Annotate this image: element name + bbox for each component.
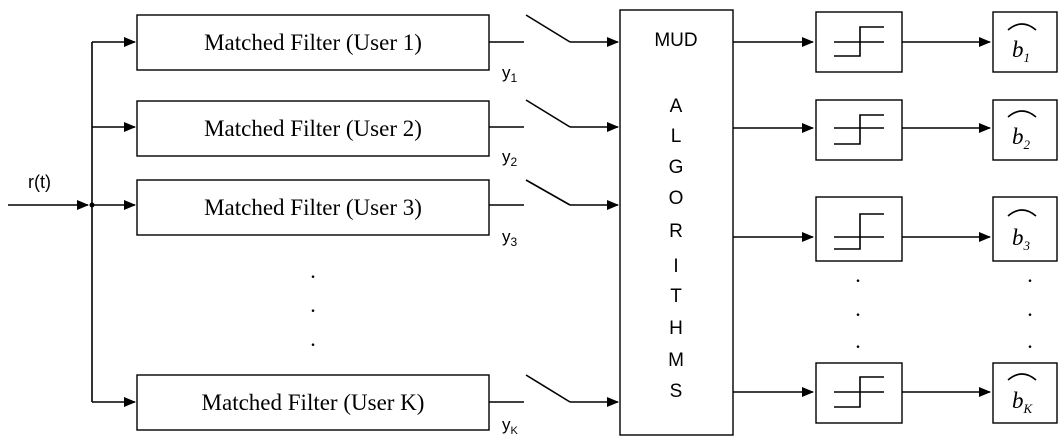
output-label-y1: y1 [502, 63, 518, 85]
matched-filter-label: Matched Filter (User 1) [204, 30, 422, 55]
output-label-y3: y3 [502, 227, 518, 249]
bit-estimate-label: b3 [1012, 225, 1031, 253]
mud-letter: A [670, 96, 683, 117]
estimated-bit-2: b2 [992, 99, 1058, 161]
bit-estimate-label: bK [1012, 388, 1034, 416]
input-signal-label: r(t) [28, 172, 51, 192]
bit-estimate-label: b1 [1012, 37, 1030, 65]
output-label-yk: yK [502, 415, 519, 437]
ellipsis-dot: . [1027, 328, 1033, 353]
decision-device-3 [815, 196, 903, 262]
mud-algorithms-block: MUD A L G O R I T H M S [619, 9, 734, 436]
mud-letter: I [673, 256, 678, 277]
matched-filter-label: Matched Filter (User 2) [204, 116, 422, 141]
switch-1 [489, 14, 619, 47]
mud-letter: G [669, 157, 684, 178]
mud-title: MUD [654, 30, 697, 51]
output-label-y2: y2 [502, 147, 518, 169]
mud-letter: M [668, 350, 684, 371]
ellipsis-dot: . [855, 296, 861, 321]
switch-k [489, 374, 619, 407]
decision-device-2 [815, 99, 903, 161]
decision-device-1 [815, 11, 903, 73]
mud-letter: T [670, 286, 682, 307]
ellipsis-dot: . [310, 258, 316, 283]
ellipsis-dot: . [310, 292, 316, 317]
ellipsis-dot: . [855, 328, 861, 353]
mud-letter: O [669, 188, 684, 209]
switch-2 [489, 99, 619, 132]
mud-letter: S [670, 381, 683, 402]
estimated-bit-3: b3 [992, 196, 1058, 262]
matched-filter-label: Matched Filter (User 3) [204, 195, 422, 220]
mud-letter: H [669, 318, 683, 339]
decision-device-k [815, 362, 903, 424]
matched-filter-label: Matched Filter (User K) [202, 390, 425, 415]
estimated-bit-1: b1 [992, 11, 1058, 73]
matched-filter-3: Matched Filter (User 3) [136, 179, 490, 236]
matched-filter-k: Matched Filter (User K) [136, 374, 490, 431]
ellipsis-dot: . [1027, 262, 1033, 287]
mud-letter: R [669, 221, 683, 242]
estimated-bit-k: bK [992, 362, 1058, 424]
mud-letter: L [671, 126, 682, 147]
switch-3 [489, 179, 619, 210]
bit-estimate-label: b2 [1012, 124, 1031, 152]
matched-filter-2: Matched Filter (User 2) [136, 100, 490, 157]
matched-filter-1: Matched Filter (User 1) [136, 14, 490, 71]
ellipsis-dot: . [310, 326, 316, 351]
ellipsis-dot: . [1027, 296, 1033, 321]
ellipsis-dot: . [855, 262, 861, 287]
